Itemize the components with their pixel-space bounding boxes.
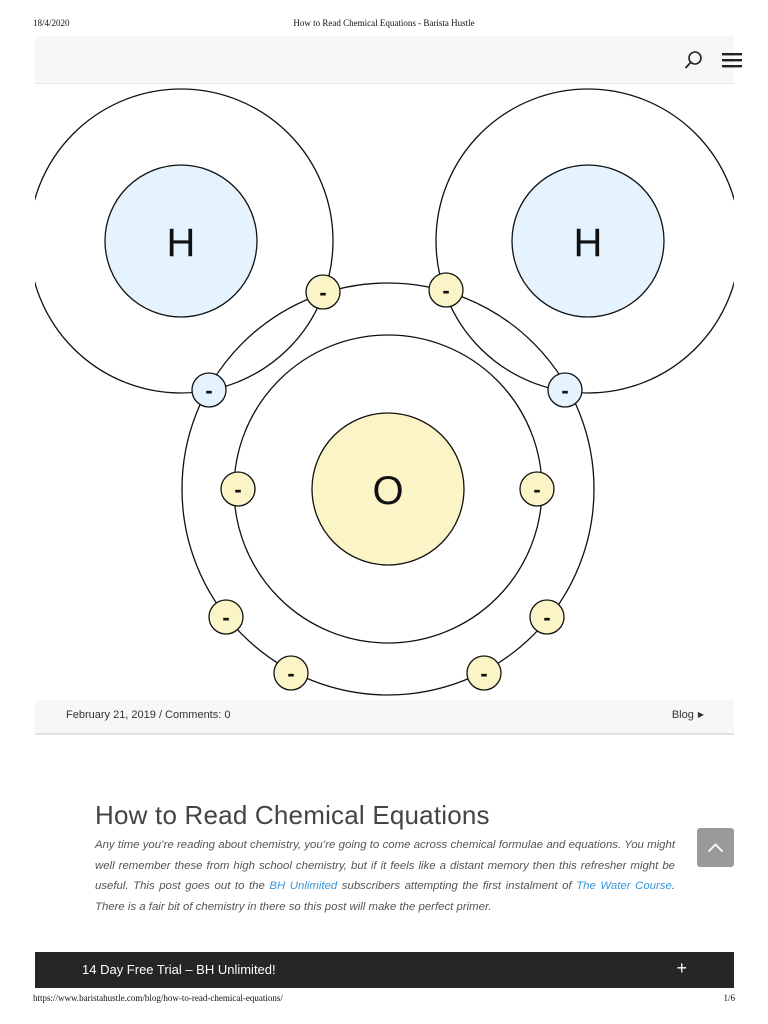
- article-intro: Any time you’re reading about chemistry,…: [95, 835, 675, 917]
- svg-text:-: -: [205, 378, 212, 403]
- bh-unlimited-link[interactable]: BH Unlimited: [269, 880, 338, 892]
- caret-right-icon: ▶: [697, 710, 704, 719]
- electron-inner-left: -: [220, 471, 256, 507]
- free-trial-label[interactable]: 14 Day Free Trial – BH Unlimited!: [82, 962, 276, 977]
- svg-text:-: -: [561, 378, 568, 403]
- svg-text:-: -: [222, 605, 229, 630]
- expand-plus-icon[interactable]: +: [676, 958, 687, 978]
- category-label: Blog: [671, 709, 694, 721]
- hydrogen-right-shell: [435, 88, 734, 394]
- electron-inner-right: -: [519, 471, 555, 507]
- oxygen-outer-shell: [181, 282, 595, 696]
- category-link[interactable]: Blog▶: [672, 709, 704, 721]
- hamburger-menu-icon[interactable]: [718, 48, 746, 72]
- site-header: [35, 36, 742, 84]
- post-meta-bar: February 21, 2019 / Comments: 0 Blog▶: [35, 700, 734, 735]
- print-date: 18/4/2020: [33, 18, 70, 28]
- svg-text:-: -: [319, 280, 326, 305]
- svg-text:-: -: [442, 278, 449, 303]
- intro-text-3: . There is a fair bit of chemistry in th…: [95, 880, 675, 913]
- electron-shared-right: -: [428, 272, 464, 308]
- intro-text-2: subscribers attempting the first instalm…: [337, 880, 577, 892]
- electron-hydrogen-right: -: [547, 372, 583, 408]
- svg-text:-: -: [480, 661, 487, 686]
- back-to-top-button[interactable]: [697, 828, 734, 867]
- free-trial-bar[interactable]: 14 Day Free Trial – BH Unlimited! +: [35, 952, 734, 988]
- chevron-up-icon: [708, 843, 723, 852]
- print-page-number: 1/6: [723, 993, 735, 1003]
- electron-outer-bottom-left: -: [273, 655, 309, 691]
- oxygen-label: O: [372, 469, 403, 513]
- svg-text:-: -: [533, 477, 540, 502]
- svg-text:-: -: [543, 605, 550, 630]
- print-url: https://www.baristahustle.com/blog/how-t…: [33, 993, 283, 1003]
- print-page-title: How to Read Chemical Equations - Barista…: [293, 18, 475, 28]
- print-header: 18/4/2020 How to Read Chemical Equations…: [0, 18, 768, 32]
- electron-shared-left: -: [305, 274, 341, 310]
- electrons: - - - - - - - - - -: [191, 272, 583, 691]
- electron-hydrogen-left: -: [191, 372, 227, 408]
- hydrogen-right-label: H: [574, 221, 603, 265]
- electron-outer-lower-right: -: [529, 599, 565, 635]
- intro-text-1: Any time you’re reading about chemistry,…: [95, 839, 675, 892]
- electron-outer-bottom-right: -: [466, 655, 502, 691]
- search-icon[interactable]: [682, 48, 706, 72]
- hydrogen-left-label: H: [167, 221, 196, 265]
- water-course-link[interactable]: The Water Course: [576, 880, 672, 892]
- svg-text:-: -: [234, 477, 241, 502]
- oxygen-nucleus: [311, 412, 465, 566]
- post-date-comments: February 21, 2019 / Comments: 0: [66, 709, 231, 721]
- print-footer: https://www.baristahustle.com/blog/how-t…: [0, 993, 768, 1007]
- water-molecule-diagram: H H O - - - - - - - - - -: [35, 84, 734, 700]
- svg-text:-: -: [287, 661, 294, 686]
- hydrogen-left-shell: [35, 88, 334, 394]
- hydrogen-right-nucleus: [511, 164, 665, 318]
- electron-outer-lower-left: -: [208, 599, 244, 635]
- article-title: How to Read Chemical Equations: [95, 800, 490, 830]
- hydrogen-left-nucleus: [104, 164, 258, 318]
